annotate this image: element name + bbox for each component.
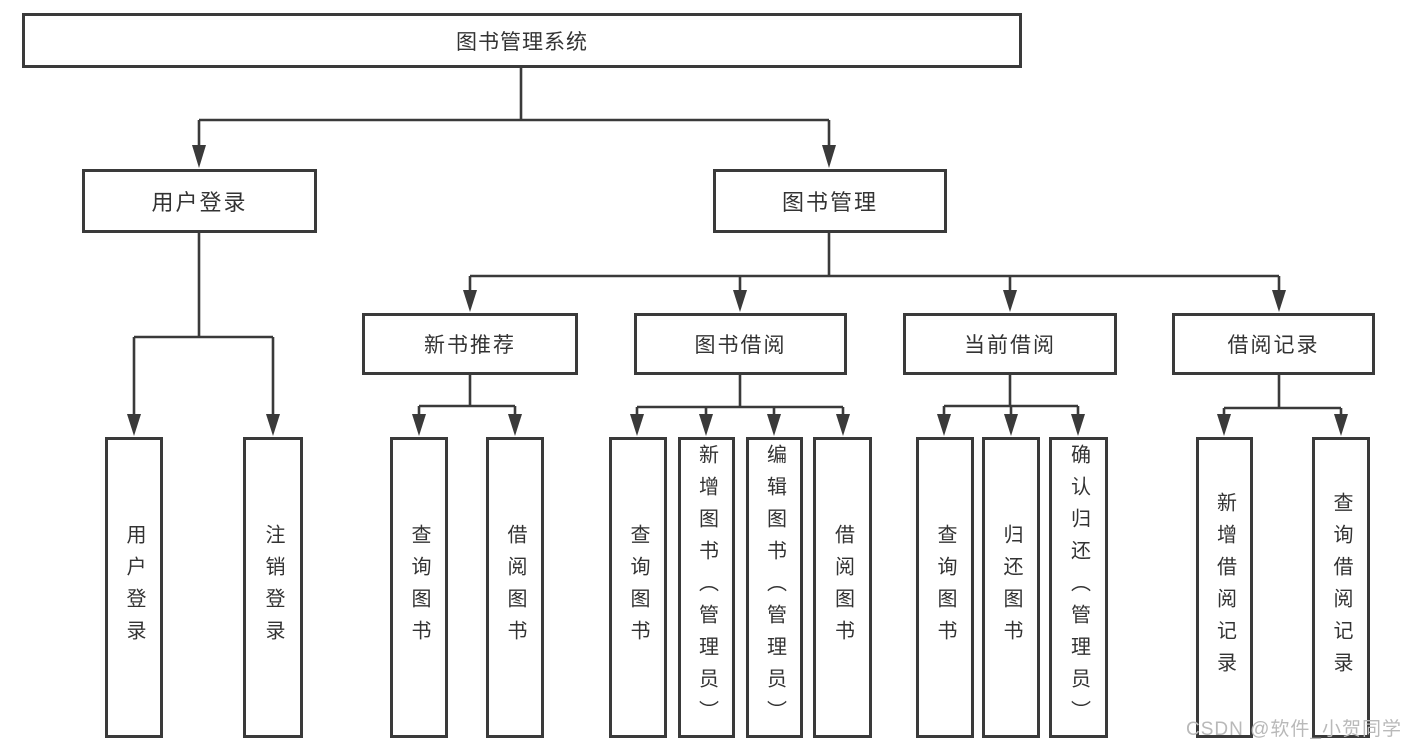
arrowhead <box>733 290 747 312</box>
node-current-borrow: 当前借阅 <box>903 313 1117 375</box>
arrowhead <box>822 145 836 168</box>
leaf-user-login: 用户登录 <box>105 437 163 738</box>
connector-book-borrow-children <box>635 375 845 418</box>
arrowheads <box>127 145 1348 436</box>
leaf-query-books-borrow: 查询图书 <box>609 437 667 738</box>
arrowhead <box>266 414 280 436</box>
arrowhead <box>767 414 781 436</box>
arrowhead <box>1003 290 1017 312</box>
leaf-query-borrow-record: 查询借阅记录 <box>1312 437 1370 738</box>
leaf-add-book-admin: 新增图书（管理员） <box>678 437 735 738</box>
arrowhead <box>1272 290 1286 312</box>
connector-user-login-children <box>132 233 275 418</box>
leaf-logout: 注销登录 <box>243 437 303 738</box>
node-borrow-records: 借阅记录 <box>1172 313 1375 375</box>
node-user-login: 用户登录 <box>82 169 317 233</box>
node-library-management-system: 图书管理系统 <box>22 13 1022 68</box>
arrowhead <box>463 290 477 312</box>
connector-borrow-records-children <box>1222 375 1343 418</box>
leaf-borrow-books: 借阅图书 <box>813 437 872 738</box>
leaf-confirm-return-admin: 确认归还（管理员） <box>1049 437 1108 738</box>
arrowhead <box>192 145 206 168</box>
arrowhead <box>508 414 522 436</box>
connector-root-to-level1 <box>197 68 831 150</box>
connector-book-management-sections <box>468 233 1281 294</box>
arrowhead <box>630 414 644 436</box>
leaf-add-borrow-record: 新增借阅记录 <box>1196 437 1253 738</box>
arrowhead <box>836 414 850 436</box>
arrowhead <box>1217 414 1231 436</box>
node-book-borrow: 图书借阅 <box>634 313 847 375</box>
connector-new-book-children <box>417 375 517 418</box>
node-new-book-recommend: 新书推荐 <box>362 313 578 375</box>
arrowhead <box>1334 414 1348 436</box>
leaf-borrow-books-recommend: 借阅图书 <box>486 437 544 738</box>
arrowhead <box>1004 414 1018 436</box>
connector-paths <box>132 68 1343 418</box>
leaf-return-book: 归还图书 <box>982 437 1040 738</box>
arrowhead <box>699 414 713 436</box>
watermark: CSDN @软件_小贺同学 <box>1186 719 1402 740</box>
leaf-edit-book-admin: 编辑图书（管理员） <box>746 437 803 738</box>
node-book-management: 图书管理 <box>713 169 947 233</box>
connector-current-borrow-children <box>942 375 1080 418</box>
arrowhead <box>412 414 426 436</box>
leaf-query-books-current: 查询图书 <box>916 437 974 738</box>
arrowhead <box>127 414 141 436</box>
arrowhead <box>1071 414 1085 436</box>
arrowhead <box>937 414 951 436</box>
leaf-query-books-recommend: 查询图书 <box>390 437 448 738</box>
